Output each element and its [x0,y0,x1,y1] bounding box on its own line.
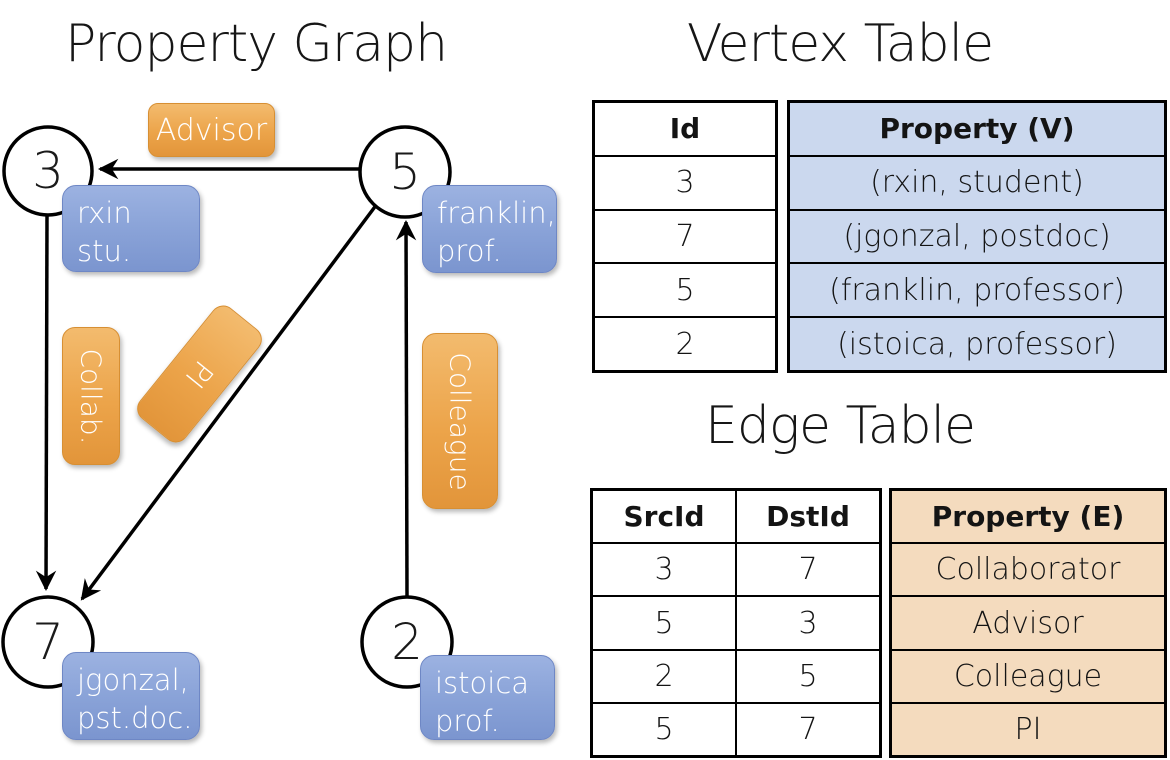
property-graph-title: Property Graph [64,14,448,74]
edge-label-colleague: Colleague [422,333,498,509]
vertex-table-property-column: Property (V) (rxin, student) (jgonzal, p… [787,100,1167,373]
vertex-label-franklin-line1: franklin, [437,196,556,230]
edge-table-title: Edge Table [704,396,976,456]
node-id-3: 3 [32,142,64,200]
vertex-label-istoica: istoica prof. [420,655,555,740]
vertex-label-franklin-line2: prof. [437,234,502,269]
vertex-label-jgonzal: jgonzal, pst.doc. [62,652,200,740]
edge-table-srcid-cell: 3 [593,542,735,595]
edge-table-id-columns: SrcId 3 5 2 5 DstId 7 3 5 7 [590,488,882,758]
edge-label-collab-text: Collab. [74,347,108,445]
edge-table-srcid-cell: 5 [593,595,735,648]
vertex-table-header-id: Id [669,112,701,146]
edge-table-property-column: Property (E) Collaborator Advisor Collea… [889,488,1167,758]
node-id-5: 5 [389,143,421,201]
vertex-table-property-cell: (jgonzal, postdoc) [790,208,1164,263]
edge-table-property-cell: Colleague [892,648,1164,702]
vertex-table-id-column: Id 3 7 5 2 [592,100,778,373]
node-id-2: 2 [391,613,423,671]
vertex-label-rxin-line1: rxin [77,196,132,230]
edge-table-srcid-cell: 5 [593,701,735,755]
edge-table-property-cell: PI [892,701,1164,756]
edge-table-property-cell: Collaborator [892,542,1164,596]
vertex-table-property-cell: (istoica, professor) [790,316,1164,370]
vertex-table-header-property: Property (V) [790,103,1164,155]
edge-table-srcid-column: SrcId 3 5 2 5 [593,491,735,755]
edge-table-dstid-column: DstId 7 3 5 7 [735,491,879,755]
vertex-label-jgonzal-line1: jgonzal, [77,663,189,697]
edge-label-pi-text: PI [178,353,221,395]
edge-table-header-srcid: SrcId [623,500,705,534]
edge-table-dstid-cell: 7 [737,542,879,595]
vertex-label-jgonzal-line2: pst.doc. [77,701,193,736]
vertex-label-istoica-line2: prof. [435,704,500,739]
node-id-7: 7 [32,613,64,671]
edge-table-header-dstid: DstId [766,500,850,534]
edge-label-advisor-text: Advisor [155,112,268,148]
vertex-table-property-cell: (franklin, professor) [790,262,1164,317]
edge-table-dstid-cell: 3 [737,595,879,648]
vertex-table-property-cell: (rxin, student) [790,154,1164,209]
edge-colleague-2-to-5 [395,219,417,597]
edge-table-header-property: Property (E) [892,491,1164,543]
edge-table-property-cell: Advisor [892,595,1164,649]
vertex-label-rxin: rxin stu. [62,185,200,272]
vertex-label-franklin: franklin, prof. [422,185,557,273]
vertex-table-id-cell: 5 [595,262,775,316]
vertex-table-title: Vertex Table [686,14,994,74]
edge-table-srcid-cell: 2 [593,648,735,702]
vertex-label-istoica-line1: istoica [435,666,530,700]
edge-pi-5-to-7 [80,202,379,601]
edge-label-colleague-text: Colleague [443,351,477,491]
vertex-table-id-cell: 2 [595,316,775,370]
edge-label-collab: Collab. [62,327,120,465]
vertex-table-id-cell: 3 [595,154,775,209]
edge-table-dstid-cell: 7 [737,701,879,755]
vertex-table-id-cell: 7 [595,208,775,263]
edge-label-advisor: Advisor [148,103,275,157]
edge-collab-3-to-7 [35,213,57,592]
edge-table-dstid-cell: 5 [737,648,879,702]
vertex-label-rxin-line2: stu. [77,234,132,269]
